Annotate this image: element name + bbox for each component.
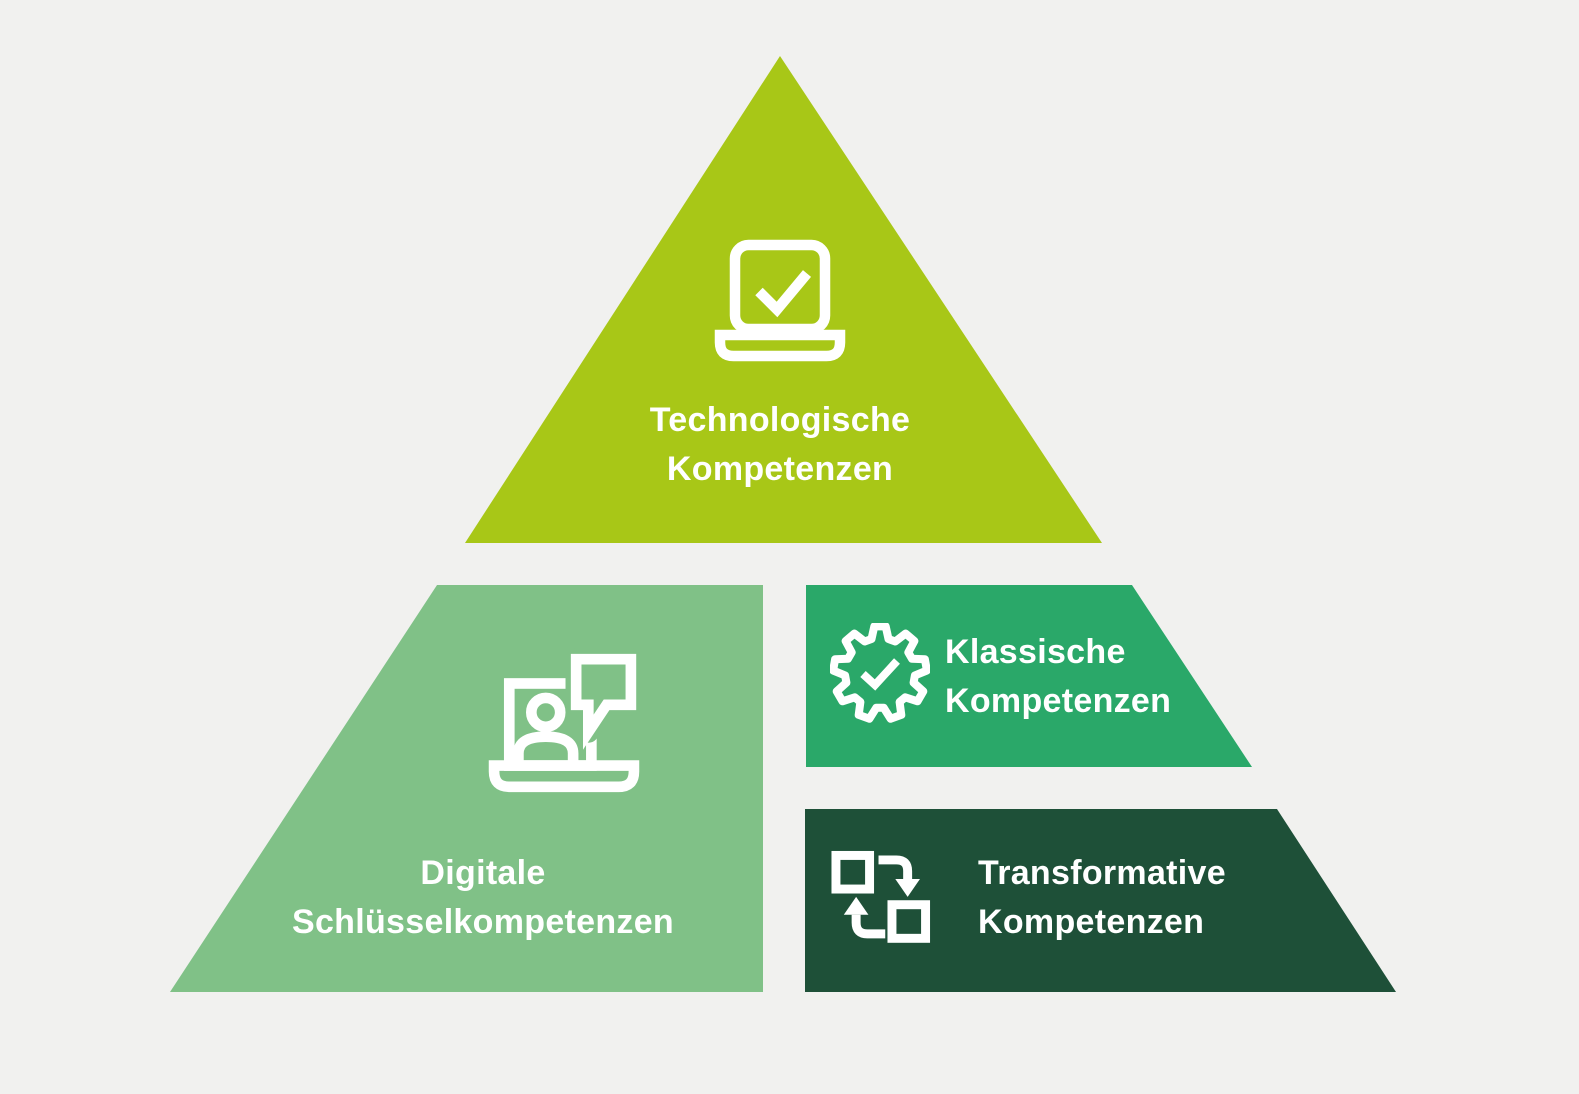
video-call-icon [488,647,640,799]
transform-squares-icon [827,842,939,954]
block-digitale-schluesselkompetenzen: Digitale Schlüsselkompetenzen [170,585,763,992]
block-technologische-kompetenzen: Technologische Kompetenzen [465,56,1102,543]
block-klassische-kompetenzen: Klassische Kompetenzen [806,585,1252,767]
laptop-check-icon [705,236,855,386]
label-klassische: Klassische [945,633,1126,671]
label-technologische: Technologische [649,401,911,439]
label-technologische-2: Kompetenzen [666,450,894,488]
label-digitale: Digitale [420,854,546,892]
label-klassische-2: Kompetenzen [945,682,1172,720]
label-transformative: Transformative [978,854,1226,892]
label-digitale-2: Schlüsselkompetenzen [291,903,675,941]
block-transformative-kompetenzen: Transformative Kompetenzen [805,809,1396,992]
gear-check-icon [830,623,930,723]
label-transformative-2: Kompetenzen [978,903,1205,941]
